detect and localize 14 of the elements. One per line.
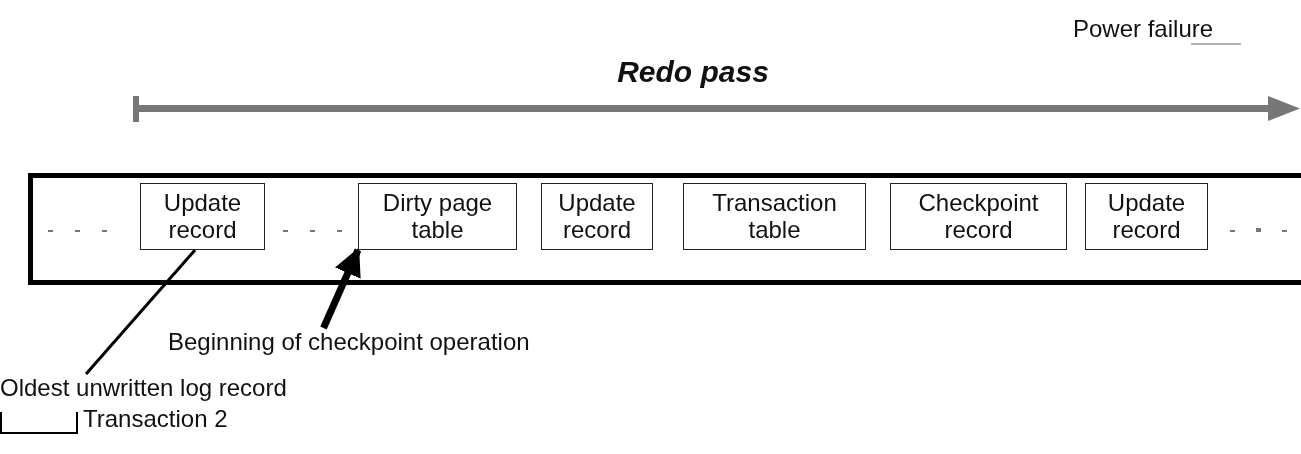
arrow: [320, 247, 362, 330]
callout-text: Oldest unwritten log record: [0, 374, 287, 403]
log-record-box: Checkpoint record: [890, 183, 1067, 250]
legend-text: Transaction 2: [83, 405, 228, 434]
log-record-box: Transaction table: [683, 183, 866, 250]
note-text: Power failure: [1073, 15, 1214, 44]
log-record-box: Dirty page table: [358, 183, 517, 250]
callout-text: Beginning of checkpoint operation: [168, 328, 530, 357]
log-record-box: Update record: [140, 183, 265, 250]
diagram-title: Redo pass: [616, 55, 770, 89]
log-record-box: Update record: [1085, 183, 1208, 250]
leader-line: [84, 249, 197, 375]
log-record-box: Update record: [541, 183, 653, 250]
log-band: [28, 173, 1301, 285]
